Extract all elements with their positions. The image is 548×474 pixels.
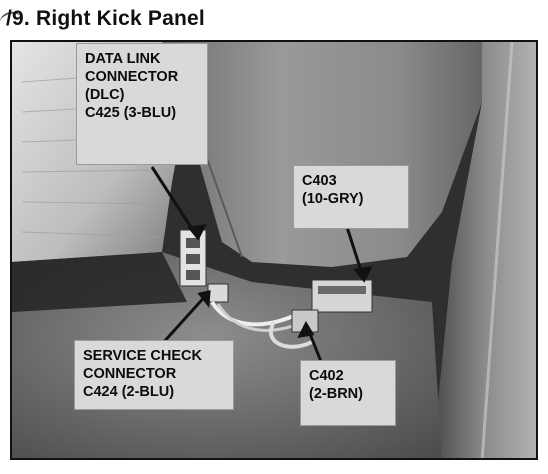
kick-panel-cover (162, 42, 502, 267)
callout-dlc-line-4: C425 (3-BLU) (85, 105, 177, 121)
callout-service-check: SERVICE CHECK CONNECTOR C424 (2-BLU) (74, 340, 234, 410)
callout-c402: C402 (2-BRN) (300, 360, 396, 426)
leader-lines (150, 166, 373, 365)
callout-c403-line-1: C403 (302, 173, 337, 189)
callout-c402-line-1: C402 (309, 368, 344, 384)
callout-dlc: DATA LINK CONNECTOR (DLC) C425 (3-BLU) (76, 43, 208, 165)
callout-service-check-line-3: C424 (2-BLU) (83, 384, 175, 400)
callout-dlc-line-2: CONNECTOR (85, 69, 179, 85)
callout-dlc-line-1: DATA LINK (85, 51, 161, 67)
callout-dlc-line-3: (DLC) (85, 87, 125, 103)
door-pillar (432, 42, 536, 458)
callout-c403: C403 (10-GRY) (293, 165, 409, 229)
callout-service-check-line-1: SERVICE CHECK (83, 348, 202, 364)
callout-service-check-line-2: CONNECTOR (83, 366, 177, 382)
callout-c403-line-2: (10-GRY) (302, 191, 364, 207)
callout-c402-line-2: (2-BRN) (309, 386, 363, 402)
page-title: /9. Right Kick Panel (6, 7, 205, 30)
c403-connector (311, 279, 373, 313)
service-check-connector (207, 283, 229, 303)
